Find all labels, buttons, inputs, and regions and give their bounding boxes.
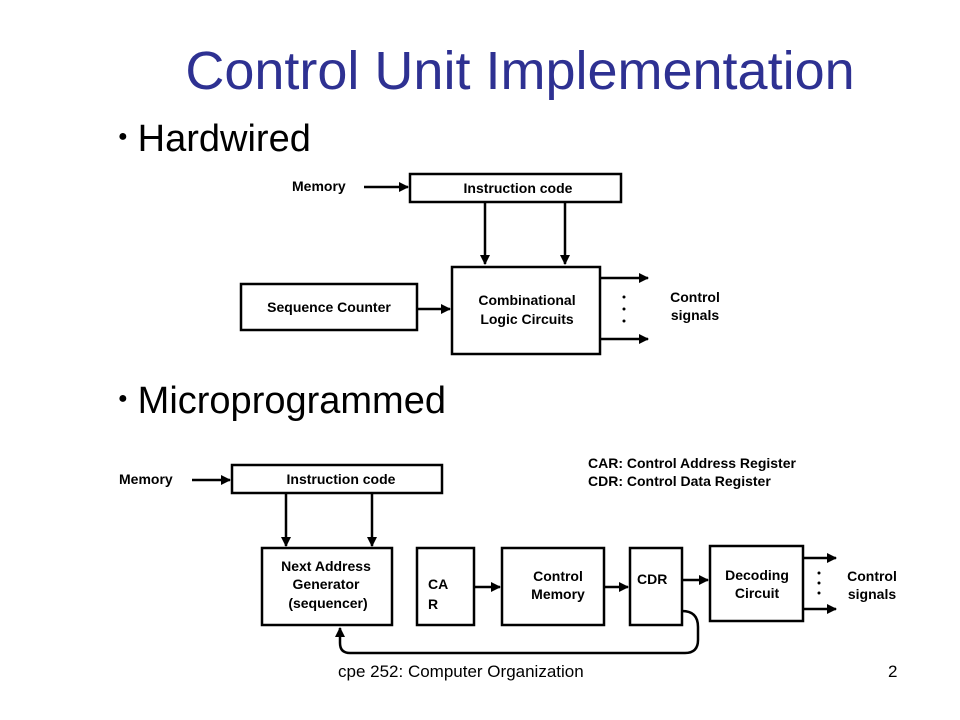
hw-instruction-code-box <box>408 172 623 204</box>
mp-car-label-1: CA <box>428 576 448 592</box>
mp-control-memory-box <box>500 546 606 627</box>
bullet-microprogrammed-text: Microprogrammed <box>137 380 446 422</box>
mp-car-label-2: R <box>428 596 438 612</box>
mp-next-address-generator-box <box>260 546 394 627</box>
hardwired-diagram: Memory Instruction code Sequence Counter… <box>239 172 720 356</box>
mp-instruction-code-label: Instruction code <box>287 471 396 487</box>
mp-cm-label-1: Control <box>533 568 583 584</box>
hw-sequence-counter-box <box>239 282 419 332</box>
footer-course: cpe 252: Computer Organization <box>338 662 584 681</box>
mp-dec-label-1: Decoding <box>725 567 789 583</box>
mp-cm-label-2: Memory <box>531 586 585 602</box>
mp-nag-label-3: (sequencer) <box>288 595 367 611</box>
legend-cdr: CDR: Control Data Register <box>588 473 771 489</box>
bullet-hardwired-text: Hardwired <box>137 118 311 160</box>
hw-control-label-2: signals <box>671 307 719 323</box>
mp-dec-label-2: Circuit <box>735 585 780 601</box>
bullet-icon: ● <box>118 389 128 407</box>
mp-dot <box>817 571 821 575</box>
mp-feedback-arrow <box>335 609 700 655</box>
hw-comb-label-1: Combinational <box>478 292 575 308</box>
mp-instruction-code-box <box>230 463 444 495</box>
bullet-microprogrammed: ● Microprogrammed <box>118 380 446 423</box>
page-number: 2 <box>888 662 898 681</box>
hw-instruction-code-label: Instruction code <box>464 180 573 196</box>
mp-control-label-1: Control <box>847 568 897 584</box>
mp-dot <box>817 591 821 595</box>
hw-sequence-counter-label: Sequence Counter <box>267 299 391 315</box>
mp-decoding-circuit-box <box>708 544 805 623</box>
mp-cdr-label: CDR <box>637 571 667 587</box>
mp-control-label-2: signals <box>848 586 896 602</box>
mp-nag-label-1: Next Address <box>281 558 371 574</box>
hw-memory-label: Memory <box>292 178 346 194</box>
hw-dot <box>622 319 626 323</box>
hw-control-label-1: Control <box>670 289 720 305</box>
mp-dot <box>817 581 821 585</box>
legend-car: CAR: Control Address Register <box>588 455 797 471</box>
mp-cdr-box <box>628 546 684 627</box>
bullet-hardwired: ● Hardwired <box>118 118 311 161</box>
slide-title: Control Unit Implementation <box>185 41 855 101</box>
mp-nag-label-2: Generator <box>293 576 360 592</box>
mp-memory-label: Memory <box>119 471 173 487</box>
hw-dot <box>622 307 626 311</box>
hw-dot <box>622 295 626 299</box>
hw-combinational-box <box>450 265 602 356</box>
hw-comb-label-2: Logic Circuits <box>480 311 574 327</box>
mp-car-box <box>415 546 476 627</box>
microprogrammed-diagram: Memory Instruction code CAR: Control Add… <box>119 455 897 655</box>
bullet-icon: ● <box>118 127 128 145</box>
